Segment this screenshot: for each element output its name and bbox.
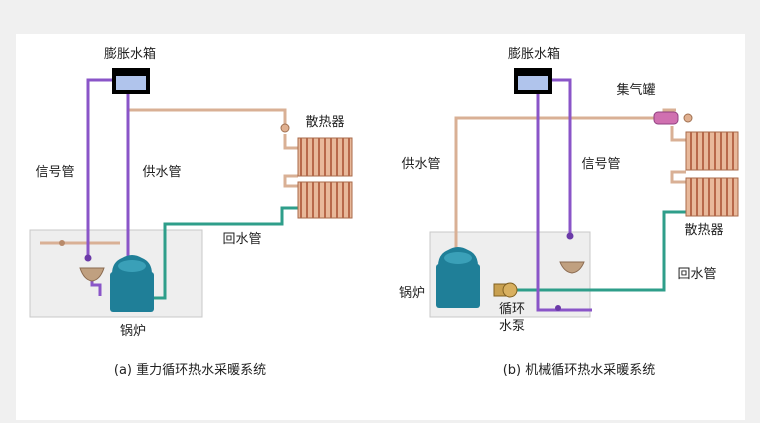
radiator-a-bottom bbox=[297, 181, 353, 219]
label-radiator-a: 散热器 bbox=[305, 115, 344, 130]
caption-a: (a) 重力循环热水采暖系统 bbox=[114, 362, 266, 378]
boiler-a bbox=[110, 255, 154, 312]
label-expansion-tank-a: 膨胀水箱 bbox=[104, 46, 156, 62]
heating-systems-diagram: 膨胀水箱 散热器 信号管 供水管 回水管 锅炉 (a) 重力循环热水采暖系统 bbox=[29, 46, 739, 378]
diagram-b: 膨胀水箱 集气罐 供水管 信号管 散热器 回水管 锅炉 循环 水泵 (b) 机械… bbox=[399, 46, 739, 378]
radiator-b-bottom bbox=[685, 177, 739, 217]
label-supply-pipe-a: 供水管 bbox=[142, 165, 181, 180]
signal-pipe-b bbox=[546, 78, 572, 236]
diagram-a: 膨胀水箱 散热器 信号管 供水管 回水管 锅炉 (a) 重力循环热水采暖系统 bbox=[29, 46, 353, 378]
label-boiler-a: 锅炉 bbox=[120, 323, 146, 339]
label-boiler-b: 锅炉 bbox=[399, 285, 425, 301]
figure-canvas: 膨胀水箱 散热器 信号管 供水管 回水管 锅炉 (a) 重力循环热水采暖系统 bbox=[16, 34, 745, 420]
label-radiator-b: 散热器 bbox=[684, 223, 723, 238]
expansion-pipe-b bbox=[536, 85, 592, 312]
valve-a bbox=[280, 123, 290, 133]
label-pump-line2: 水泵 bbox=[499, 319, 525, 334]
caption-b: (b) 机械循环热水采暖系统 bbox=[503, 363, 656, 378]
supply-pipe-b bbox=[454, 108, 686, 258]
label-signal-pipe-a: 信号管 bbox=[35, 165, 74, 180]
drain-funnel-b bbox=[559, 261, 585, 274]
label-air-collector: 集气罐 bbox=[616, 82, 655, 98]
signal-pipe-a bbox=[86, 78, 120, 258]
drain-funnel-a bbox=[79, 267, 105, 282]
air-collector bbox=[653, 111, 679, 125]
return-pipe-b bbox=[495, 210, 686, 292]
label-supply-pipe-b: 供水管 bbox=[401, 157, 440, 172]
circulating-pump bbox=[493, 282, 518, 298]
radiator-a-top bbox=[297, 137, 353, 177]
label-signal-pipe-b: 信号管 bbox=[581, 157, 620, 172]
return-pipe-a bbox=[150, 206, 298, 300]
radiator-b-top bbox=[685, 131, 739, 171]
label-pump-line1: 循环 bbox=[499, 302, 525, 317]
boiler-b bbox=[436, 247, 480, 308]
label-return-pipe-a: 回水管 bbox=[222, 232, 261, 247]
label-expansion-tank-b: 膨胀水箱 bbox=[508, 46, 560, 62]
label-return-pipe-b: 回水管 bbox=[677, 267, 716, 282]
